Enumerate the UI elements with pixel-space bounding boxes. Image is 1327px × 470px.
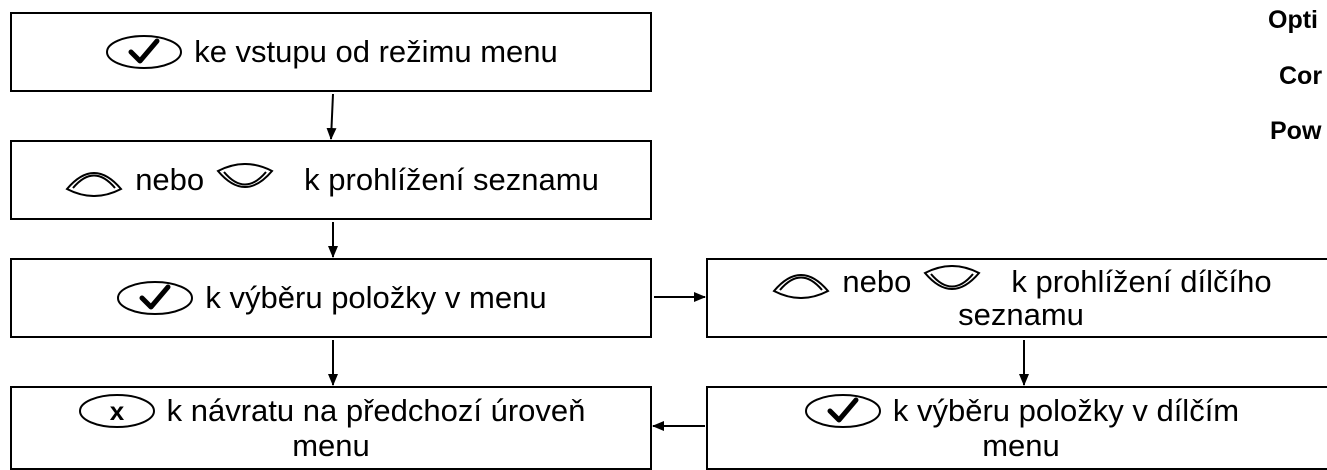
- up-key-icon: [772, 274, 830, 299]
- step-enter-menu-text: ke vstupu od režimu menu: [194, 34, 558, 69]
- up-key-icon: [65, 172, 123, 197]
- margin-text-2: Cor: [1279, 62, 1323, 90]
- check-key-icon: [117, 281, 194, 315]
- check-key-icon: [106, 35, 183, 69]
- check-key-icon: [804, 394, 881, 428]
- step-return-level: x k návratu na předchozí úroveň menu: [10, 386, 652, 470]
- step-browse-list-text: k prohlížení seznamu: [304, 162, 599, 197]
- step-browse-sublist-text-2: seznamu: [958, 297, 1084, 332]
- step-browse-sublist-connector: nebo: [842, 264, 912, 299]
- margin-text-1: Opti: [1268, 6, 1318, 34]
- step-browse-sublist: nebo k prohlížení dílčího seznamu: [706, 258, 1327, 338]
- step-browse-sublist-text: k prohlížení dílčího: [1011, 264, 1272, 299]
- step-enter-menu: ke vstupu od režimu menu: [10, 12, 652, 92]
- down-key-icon: [216, 163, 274, 188]
- arrow-enter-to-browse: [326, 93, 337, 140]
- margin-text-3: Pow: [1270, 117, 1322, 145]
- step-return-level-text-2: menu: [292, 428, 370, 463]
- step-browse-list-connector: nebo: [135, 162, 205, 197]
- step-browse-list: nebo k prohlížení seznamu: [10, 140, 652, 220]
- step-select-item: k výběru položky v menu: [10, 258, 652, 338]
- step-select-subitem-text: k výběru položky v dílčím: [892, 393, 1240, 428]
- x-key-glyph: x: [109, 396, 124, 426]
- step-return-level-text: k návratu na předchozí úroveň: [166, 393, 586, 428]
- step-select-subitem-text-2: menu: [982, 428, 1060, 463]
- x-key-icon: x: [78, 394, 155, 428]
- step-select-subitem: k výběru položky v dílčím menu: [706, 386, 1327, 470]
- step-select-item-text: k výběru položky v menu: [205, 280, 547, 315]
- down-key-icon: [923, 265, 981, 290]
